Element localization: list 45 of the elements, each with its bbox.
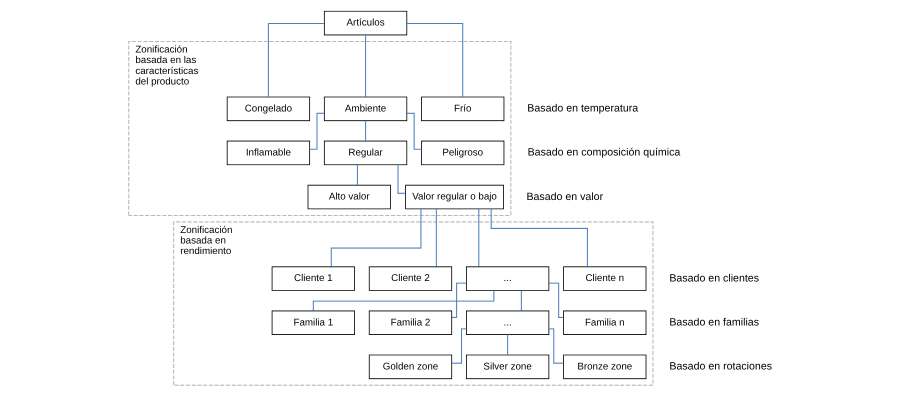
node-box: Peligroso [421, 140, 504, 166]
label: Basado en rotaciones [669, 360, 772, 373]
connector [312, 290, 494, 311]
node-box: ... [466, 266, 550, 291]
node-box: ... [466, 310, 550, 335]
connector [310, 112, 324, 150]
node-box: Silver zone [466, 354, 550, 380]
connector [407, 22, 464, 97]
node-box: Familia n [563, 310, 646, 335]
node-box: Congelado [226, 96, 310, 122]
connector [452, 282, 466, 318]
node-box: Cliente 2 [368, 266, 452, 291]
connector [452, 328, 466, 364]
node-box: Valor regular o bajo [405, 184, 504, 210]
connector [549, 328, 564, 364]
node-box: Artículos [324, 10, 408, 36]
connector [436, 209, 437, 267]
node-box: Cliente n [563, 266, 646, 291]
connector [549, 282, 564, 318]
connector [365, 120, 366, 141]
label: Basado en clientes [669, 272, 760, 284]
node-box: Frío [421, 96, 504, 122]
node-box: Golden zone [368, 354, 452, 380]
node-box: Regular [324, 140, 408, 166]
connector [406, 112, 422, 150]
node-box: Alto valor [308, 184, 391, 210]
connector [507, 334, 508, 355]
connector [478, 209, 480, 267]
label: Basado en temperatura [527, 102, 638, 115]
connector [490, 209, 588, 267]
connector [356, 164, 358, 185]
connector [365, 35, 366, 97]
node-box: Familia 2 [368, 310, 452, 335]
connector [520, 290, 522, 311]
connector [268, 22, 324, 97]
connector [398, 164, 406, 194]
label: Basado en composición química [528, 146, 680, 159]
node-box: Cliente 1 [272, 266, 355, 291]
node-box: Familia 1 [272, 310, 355, 335]
node-box: Ambiente [324, 96, 408, 122]
label: Basado en valor [526, 190, 604, 203]
node-box: Inflamable [226, 140, 310, 166]
connector [330, 209, 422, 267]
node-box: Bronze zone [563, 354, 646, 380]
label: Basado en familias [669, 316, 760, 329]
